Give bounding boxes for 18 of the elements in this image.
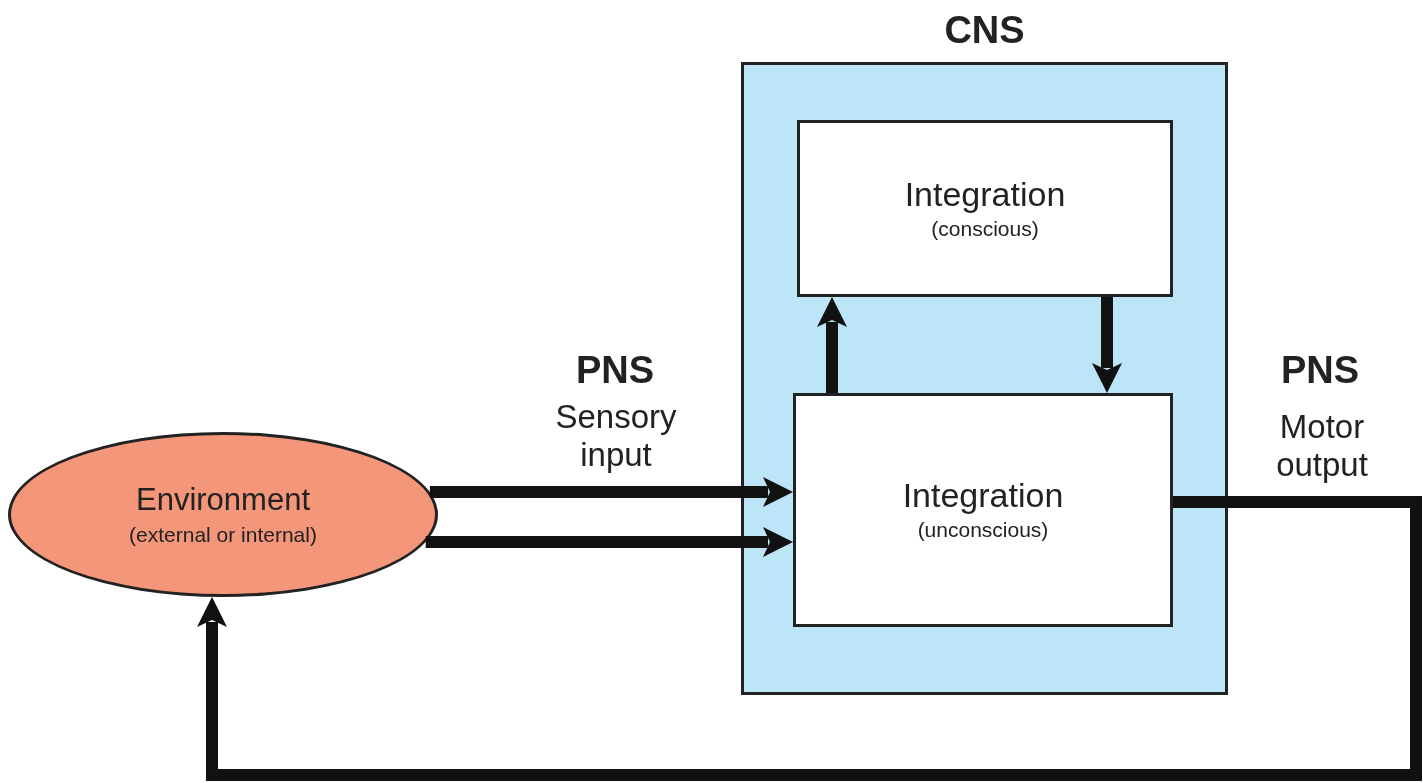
node-title: Integration xyxy=(904,173,1066,214)
arrow xyxy=(429,477,793,507)
flow-label: Motor output xyxy=(1275,408,1369,484)
node-subtitle: (conscious) xyxy=(931,215,1039,242)
process-box xyxy=(797,120,1173,297)
node-title: Integration xyxy=(902,475,1064,515)
flow-label: Sensory input xyxy=(554,398,678,474)
arrow xyxy=(817,297,847,393)
node-subtitle: (external or internal) xyxy=(129,521,317,548)
node-title: Environment xyxy=(136,480,310,519)
node-subtitle: (unconscious) xyxy=(917,517,1049,543)
process-box xyxy=(793,393,1173,627)
arrow xyxy=(197,496,1422,781)
system-label: PNS xyxy=(574,348,656,393)
system-label: PNS xyxy=(1279,348,1361,393)
group-heading: CNS xyxy=(943,8,1026,52)
arrow xyxy=(425,527,793,557)
arrow xyxy=(1092,297,1122,393)
